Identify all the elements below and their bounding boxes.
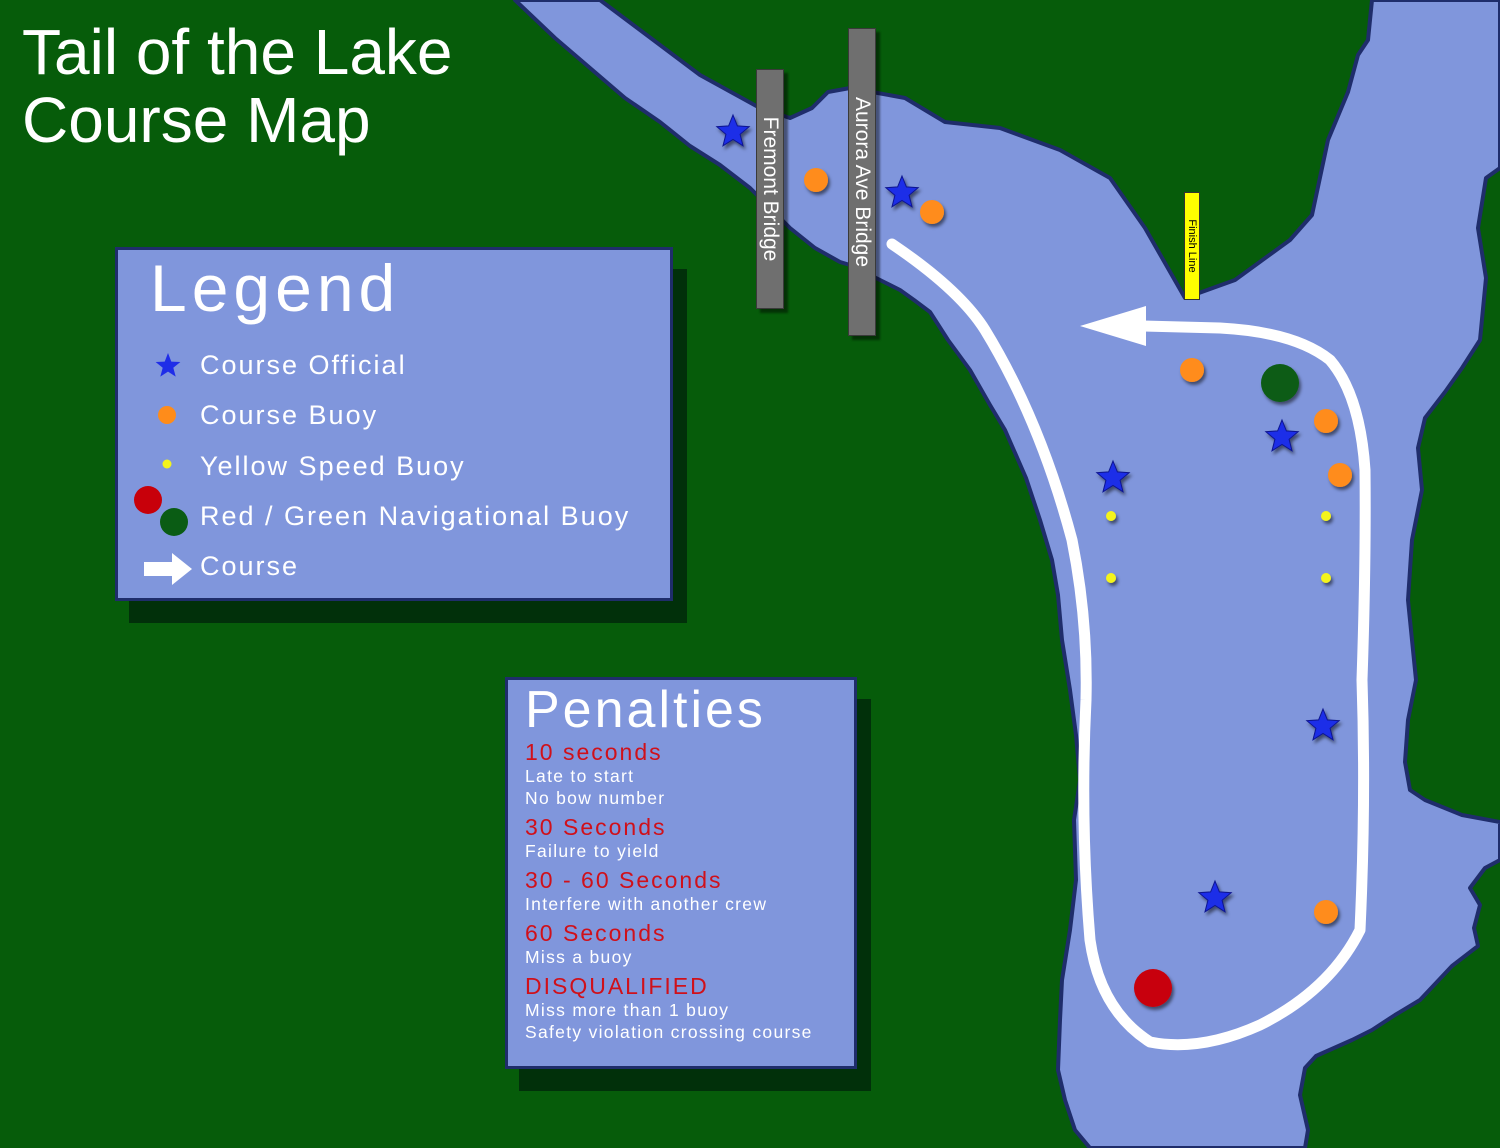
course-buoy-marker [804, 168, 828, 192]
course-official-star-icon [1305, 707, 1341, 741]
penalty-time: 30 - 60 Seconds [525, 867, 723, 893]
penalties-heading: Penalties [525, 681, 766, 739]
penalty-group: 30 - 60 Seconds Interfere with another c… [525, 868, 855, 915]
yellow-dot-icon [162, 459, 172, 469]
course-buoy-marker [1314, 900, 1338, 924]
aurora-bridge: Aurora Ave Bridge [848, 28, 876, 336]
lake-water [513, 0, 1500, 1148]
penalty-reason: Interfere with another crew [525, 894, 768, 914]
finish-line-label: Finish Line [1186, 219, 1198, 273]
legend-item-yellow-speed-buoy: Yellow Speed Buoy [200, 451, 466, 481]
penalty-time: 10 seconds [525, 739, 663, 765]
penalty-time: 60 Seconds [525, 920, 667, 946]
penalties-list: 10 seconds Late to start No bow number 3… [525, 740, 855, 1049]
course-official-star-icon [1095, 459, 1131, 493]
penalty-reason: Safety violation crossing course [525, 1022, 813, 1042]
course-buoy-marker [1314, 409, 1338, 433]
speed-buoy-marker [1106, 573, 1116, 583]
penalty-reason: Miss a buoy [525, 947, 633, 967]
legend-heading: Legend [150, 251, 401, 325]
course-official-star-icon [884, 174, 920, 208]
penalty-reason: Miss more than 1 buoy [525, 1000, 730, 1020]
fremont-bridge-label: Fremont Bridge [759, 116, 782, 262]
course-buoy-marker [1328, 463, 1352, 487]
star-icon [155, 353, 181, 377]
course-buoy-marker [920, 200, 944, 224]
penalty-time: 30 Seconds [525, 814, 667, 840]
finish-line: Finish Line [1184, 192, 1200, 300]
speed-buoy-marker [1106, 511, 1116, 521]
orange-circle-icon [158, 406, 176, 424]
penalty-reason: Failure to yield [525, 841, 660, 861]
speed-buoy-marker [1321, 573, 1331, 583]
penalty-time: DISQUALIFIED [525, 973, 709, 999]
penalty-reason: No bow number [525, 788, 666, 808]
course-official-star-icon [1264, 418, 1300, 452]
course-buoy-marker [1180, 358, 1204, 382]
penalty-group: DISQUALIFIED Miss more than 1 buoy Safet… [525, 974, 855, 1043]
fremont-bridge: Fremont Bridge [756, 69, 784, 309]
course-official-star-icon [715, 113, 751, 147]
penalty-reason: Late to start [525, 766, 635, 786]
penalty-group: 30 Seconds Failure to yield [525, 815, 855, 862]
penalty-group: 10 seconds Late to start No bow number [525, 740, 855, 809]
penalty-group: 60 Seconds Miss a buoy [525, 921, 855, 968]
legend-item-course-buoy: Course Buoy [200, 400, 379, 430]
speed-buoy-marker [1321, 511, 1331, 521]
red-navigational-buoy-marker [1134, 969, 1172, 1007]
aurora-bridge-label: Aurora Ave Bridge [851, 96, 874, 268]
arrow-icon [144, 553, 192, 585]
green-navigational-buoy-marker [1261, 364, 1299, 402]
course-arrowhead [1080, 306, 1146, 346]
map-title: Tail of the Lake Course Map [22, 16, 453, 156]
course-path [886, 238, 1371, 1051]
red-green-buoy-icon [134, 486, 188, 536]
course-official-star-icon [1197, 879, 1233, 913]
legend-item-course: Course [200, 551, 300, 581]
legend-item-red-green-buoy: Red / Green Navigational Buoy [200, 501, 631, 531]
legend-panel: Legend Course Official Course Buoy Yello… [115, 247, 673, 601]
legend-item-course-official: Course Official [200, 350, 407, 380]
penalties-panel: Penalties 10 seconds Late to start No bo… [505, 677, 857, 1069]
